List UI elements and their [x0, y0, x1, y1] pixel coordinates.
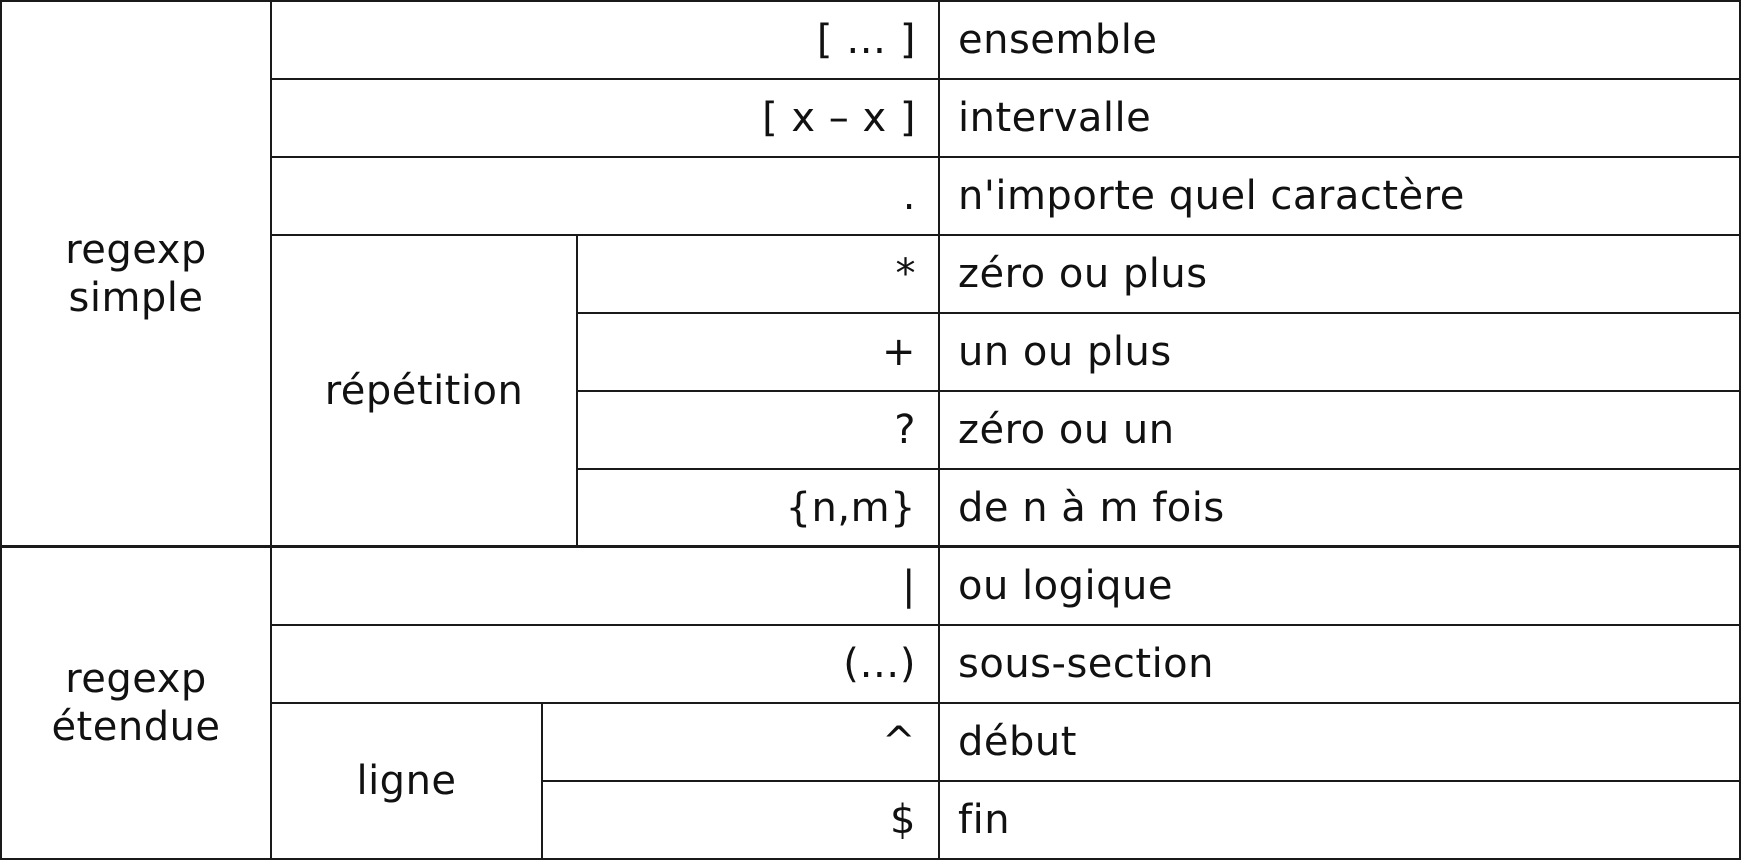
- description-cell: sous-section: [958, 641, 1214, 687]
- description-cell: ou logique: [958, 563, 1173, 609]
- row-divider: [576, 468, 1741, 470]
- group-regexp-simple-line1: regexp: [65, 226, 207, 273]
- description-cell: zéro ou un: [958, 407, 1175, 453]
- description-cell: n'importe quel caractère: [958, 173, 1465, 219]
- row-divider: [270, 234, 1741, 236]
- row-divider: [576, 390, 1741, 392]
- row-divider: [270, 156, 1741, 158]
- section-divider: [0, 545, 1741, 548]
- row-divider: [576, 312, 1741, 314]
- description-cell: ensemble: [958, 17, 1158, 63]
- description-cell: fin: [958, 797, 1011, 843]
- table-border-top: [0, 0, 1741, 2]
- symbol-cell: +: [881, 329, 916, 375]
- description-column-divider: [938, 0, 940, 860]
- row-divider: [270, 78, 1741, 80]
- symbol-cell: ?: [894, 407, 916, 453]
- group-regexp-etendue-line2: étendue: [51, 704, 221, 750]
- group-regexp-simple: regexp simple: [2, 2, 270, 545]
- symbol-cell: [ x – x ]: [762, 95, 916, 141]
- description-cell: de n à m fois: [958, 484, 1225, 531]
- group-regexp-simple-line2: simple: [68, 274, 204, 321]
- symbol-cell: |: [902, 563, 916, 609]
- symbol-cell: {n,m}: [785, 484, 916, 531]
- symbol-cell: *: [895, 251, 916, 297]
- group-regexp-etendue: regexp étendue: [2, 548, 270, 858]
- table-border-left: [0, 0, 2, 860]
- description-cell: zéro ou plus: [958, 251, 1208, 297]
- symbol-cell: $: [890, 797, 916, 843]
- symbol-cell: .: [902, 173, 916, 219]
- group-repetition-label: répétition: [324, 367, 524, 414]
- symbol-cell: (…): [843, 641, 916, 687]
- row-divider: [541, 780, 1741, 782]
- group-column-divider: [270, 0, 272, 860]
- row-divider: [270, 624, 1741, 626]
- table-border-right: [1739, 0, 1741, 860]
- group-ligne-label: ligne: [356, 758, 457, 804]
- symbol-cell: ^: [881, 719, 916, 765]
- table-border-bottom: [0, 858, 1741, 860]
- row-divider: [270, 702, 1741, 704]
- description-cell: début: [958, 719, 1077, 765]
- group-regexp-etendue-line1: regexp: [65, 656, 207, 702]
- description-cell: un ou plus: [958, 329, 1172, 375]
- group-repetition: répétition: [272, 236, 576, 545]
- symbol-cell: [ … ]: [816, 17, 916, 63]
- group-ligne: ligne: [272, 704, 541, 858]
- description-cell: intervalle: [958, 95, 1152, 141]
